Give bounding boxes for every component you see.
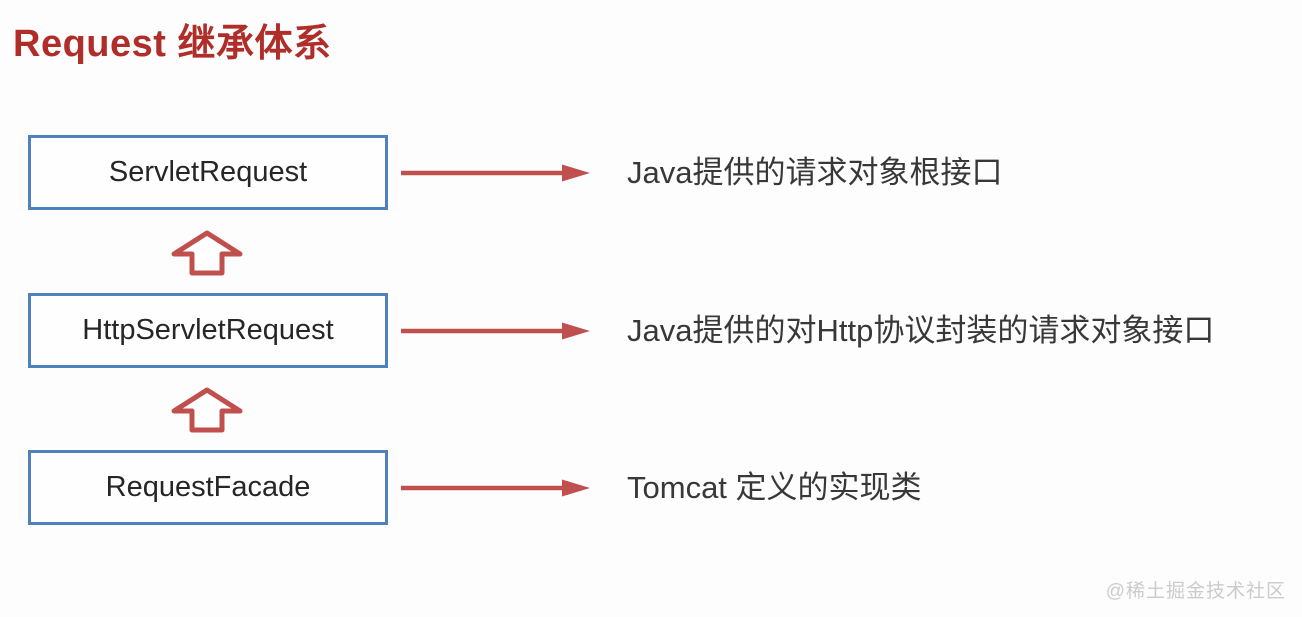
watermark: @稀土掘金技术社区 xyxy=(1105,581,1286,602)
class-box-label: RequestFacade xyxy=(105,471,311,503)
class-box-label: ServletRequest xyxy=(108,156,308,188)
class-description: Tomcat 定义的实现类 xyxy=(627,470,922,505)
right-arrow-icon xyxy=(401,479,590,497)
page-title: Request 继承体系 xyxy=(13,23,332,65)
class-box-label: HttpServletRequest xyxy=(82,314,334,346)
up-block-arrow-icon xyxy=(171,230,243,276)
class-description: Java提供的对Http协议封装的请求对象接口 xyxy=(627,313,1215,348)
class-box-servletrequest: ServletRequest xyxy=(28,135,388,210)
up-block-arrow-icon xyxy=(171,387,243,433)
class-description: Java提供的请求对象根接口 xyxy=(627,155,1003,190)
right-arrow-icon xyxy=(401,164,590,182)
class-box-httpservletrequest: HttpServletRequest xyxy=(28,293,388,368)
class-box-requestfacade: RequestFacade xyxy=(28,450,388,525)
right-arrow-icon xyxy=(401,322,590,340)
